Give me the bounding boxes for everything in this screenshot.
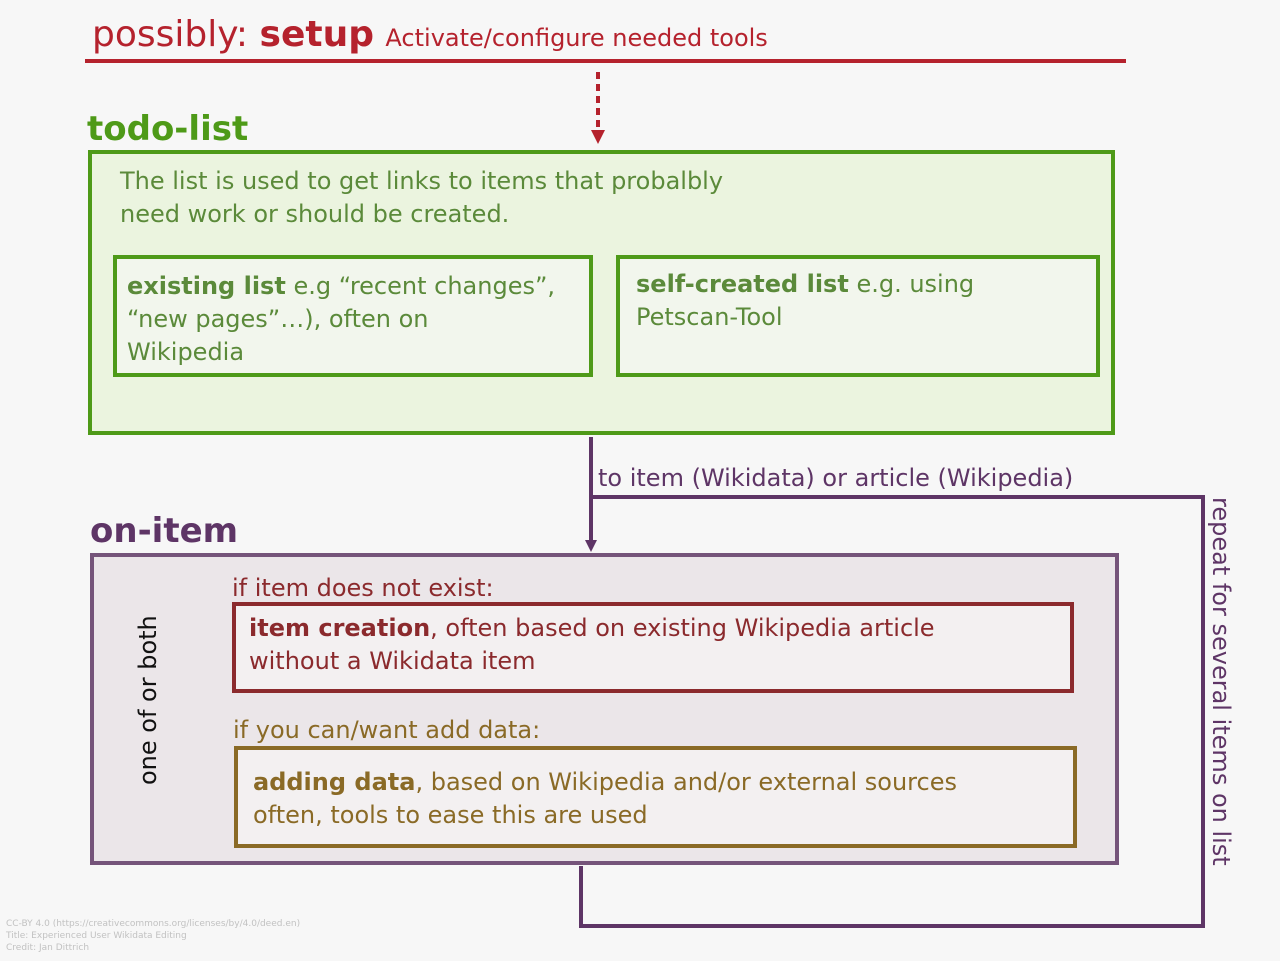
credits-title: Title: Experienced User Wikidata Editing: [6, 931, 187, 941]
setup-arrowhead: [591, 130, 605, 144]
todo-intro-line2: need work or should be created.: [120, 200, 510, 228]
existing-list-text1: e.g “recent changes”,: [285, 272, 556, 300]
existing-list-box: existing list e.g “recent changes”, “new…: [113, 255, 593, 377]
on-item-heading: on-item: [90, 511, 239, 551]
item-creation-bold: item creation: [249, 614, 431, 642]
setup-prefix: possibly:: [92, 14, 260, 55]
todo-heading: todo-list: [87, 109, 249, 149]
adding-data-text1: , based on Wikipedia and/or external sou…: [415, 768, 957, 796]
repeat-loop: [579, 495, 1205, 928]
choice-label: one of or both: [134, 615, 162, 785]
adding-data-bold: adding data: [253, 768, 416, 796]
adding-data-box: adding data, based on Wikipedia and/or e…: [234, 746, 1077, 848]
item-creation-box: item creation, often based on existing W…: [232, 602, 1074, 693]
adding-data-text2: often, tools to ease this are used: [253, 801, 648, 829]
adding-condition: if you can/want add data:: [233, 716, 541, 744]
credits: CC-BY 4.0 (https://creativecommons.org/l…: [6, 918, 300, 954]
setup-header: possibly: setup Activate/configure neede…: [92, 14, 768, 55]
todo-intro-line1: The list is used to get links to items t…: [120, 167, 724, 195]
repeat-label: repeat for several items on list: [1207, 497, 1235, 866]
existing-list-text2: “new pages”…), often on: [127, 305, 429, 333]
setup-keyword: setup: [259, 14, 374, 55]
link-label: to item (Wikidata) or article (Wikipedia…: [598, 464, 1074, 492]
item-creation-text2: without a Wikidata item: [249, 647, 536, 675]
self-created-list-box: self-created list e.g. using Petscan-Too…: [616, 255, 1100, 377]
existing-list-bold: existing list: [127, 272, 286, 300]
credits-credit: Credit: Jan Dittrich: [6, 943, 90, 953]
self-created-text2: Petscan-Tool: [636, 303, 783, 331]
credits-license: CC-BY 4.0 (https://creativecommons.org/l…: [6, 919, 301, 929]
creation-condition: if item does not exist:: [232, 574, 494, 602]
todo-to-item-arrowhead: [585, 540, 597, 552]
self-created-bold: self-created list: [636, 270, 849, 298]
todo-intro: The list is used to get links to items t…: [120, 165, 723, 231]
existing-list-text3: Wikipedia: [127, 338, 245, 366]
self-created-text1: e.g. using: [848, 270, 975, 298]
setup-description: Activate/configure needed tools: [385, 24, 768, 52]
item-creation-text1: , often based on existing Wikipedia arti…: [430, 614, 935, 642]
